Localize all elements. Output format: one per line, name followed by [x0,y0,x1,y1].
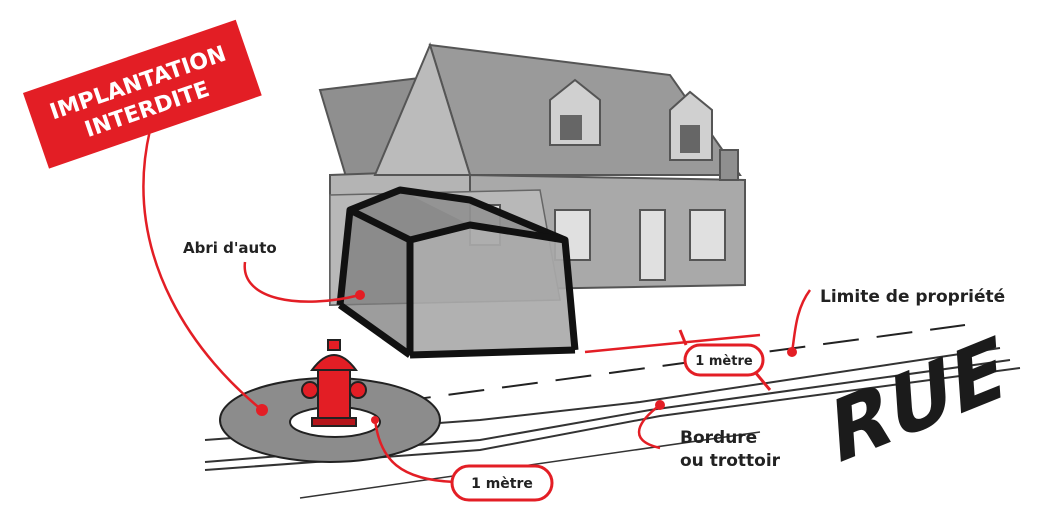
dormer-window-left [560,115,582,140]
curb-label-line-2: ou trottoir [680,451,781,471]
banner-background [22,19,262,169]
carport-callout [243,261,361,303]
street-label: RUE [828,315,1007,485]
dormer-window-right [680,125,700,153]
carport-frame [336,186,579,359]
chimney [719,149,739,181]
carport-label: Abri d'auto [183,239,277,257]
house-distance-line [584,333,761,354]
property-limit-line [394,324,966,403]
hydrant-distance-text: 1 mètre [471,476,533,492]
hydrant-distance-pill: 1 mètre [450,464,554,502]
callout-lines [142,129,812,484]
carport-roof [400,190,565,240]
gable [373,42,472,176]
house-distance-text: 1 mètre [695,354,753,369]
curb-label-line-1: Bordure [680,428,757,448]
prohibited-banner: IMPLANTATION INTERDITE [22,19,262,169]
banner-callout [142,129,263,411]
carport-opening [410,225,575,355]
property-limit-label: Limite de propriété [820,287,1005,307]
curb-callout [637,404,661,450]
door [639,209,666,281]
fire-hydrant-icon [301,339,367,427]
callout-dots [256,290,797,424]
hydrant-distance-callout [373,419,456,484]
property-limit-callout [790,289,812,353]
window-2 [689,209,726,261]
house-distance-pill: 1 mètre [683,343,765,377]
carport-illustration [336,186,579,359]
